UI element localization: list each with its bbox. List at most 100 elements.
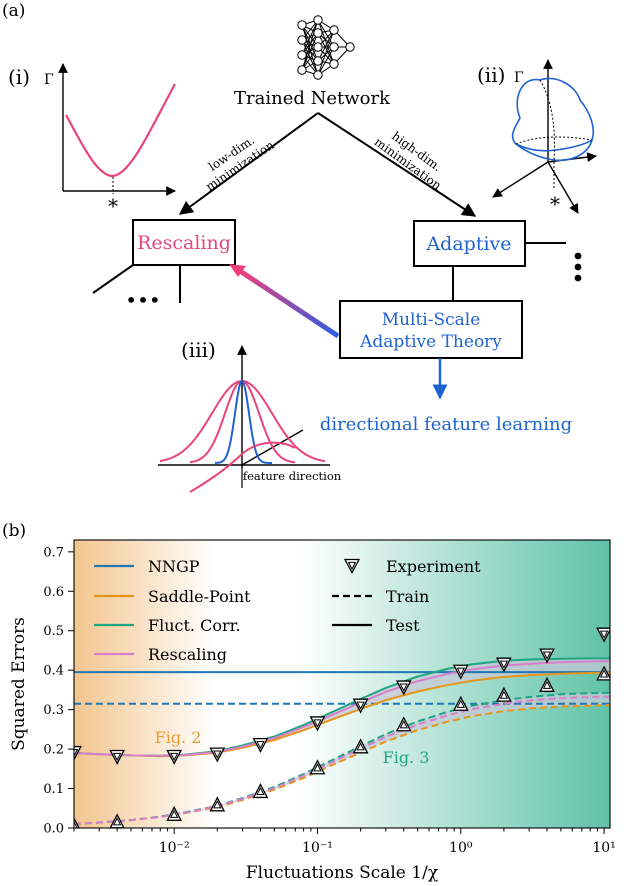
experiment-train-marker-inner <box>356 742 365 751</box>
legend-label: Experiment <box>386 557 481 576</box>
inset-ii-gamma: Γ <box>514 70 524 86</box>
y-tick-label: 0.6 <box>43 585 64 600</box>
bg-shade-left <box>74 540 214 828</box>
band-test <box>74 658 610 757</box>
experiment-test-marker-inner <box>74 748 79 758</box>
legend-label: Train <box>386 587 429 606</box>
rescaling-ellipsis: ••• <box>125 288 160 312</box>
inset-i-star: * <box>108 194 118 218</box>
legend-item-saddle-point: Saddle-Point <box>94 587 251 606</box>
y-tick-label: 0.1 <box>43 782 64 797</box>
directional-feature-learning: directional feature learning <box>320 414 572 435</box>
nn-node <box>329 59 339 69</box>
x-axis-label: Fluctuations Scale 1/χ <box>246 863 438 883</box>
y-axis-label: Squared Errors <box>9 617 29 751</box>
inset-ii-w-axis <box>547 161 579 214</box>
nn-node <box>297 35 307 45</box>
experiment-train-marker-inner <box>313 763 322 772</box>
inset-ii-star: * <box>550 192 560 216</box>
msat-to-rescaling-arrowhead <box>229 264 246 277</box>
inset-i-curve <box>65 83 176 178</box>
legend-label: Rescaling <box>148 645 227 664</box>
experiment-train-marker-inner <box>599 669 609 678</box>
legend-item-fluct-corr-: Fluct. Corr. <box>94 616 241 635</box>
experiment-test-marker-inner <box>313 719 322 728</box>
inset-i-gamma: Γ <box>44 72 54 88</box>
gaussian-narrow <box>214 379 272 464</box>
experiment-test-marker-inner <box>112 752 122 762</box>
left-branch-arrow <box>178 112 319 215</box>
experiment-test-marker-inner <box>599 630 609 639</box>
legend-label: NNGP <box>148 557 200 576</box>
experiment-train-marker <box>74 816 80 828</box>
rescaling-box <box>132 219 236 266</box>
nn-node <box>297 20 307 30</box>
msat-to-rescaling-arrow <box>238 268 340 339</box>
plot-frame <box>73 539 611 829</box>
experiment-test-marker-inner <box>213 750 222 759</box>
x-tick-label: 10⁻¹ <box>302 840 333 856</box>
legend-label: Saddle-Point <box>148 587 251 606</box>
inset-ii-label: (ii) <box>477 63 505 87</box>
nn-edge <box>301 19 319 71</box>
fig2-annotation: Fig. 2 <box>155 728 202 747</box>
msat-line-2: Adaptive Theory <box>359 332 502 352</box>
rescaling-box-label: Rescaling <box>137 232 231 254</box>
legend-item-test: Test <box>332 616 420 635</box>
adaptive-vertical-ellipsis <box>574 252 582 282</box>
fig3-annotation: Fig. 3 <box>383 748 430 767</box>
nn-node <box>313 42 323 52</box>
panel-a: (a) Trained Network low-dim. minimizatio… <box>2 1 597 493</box>
legend-item-nngp: NNGP <box>94 557 200 576</box>
experiment-markers <box>74 627 610 828</box>
feature-direction-label: feature direction <box>243 469 342 483</box>
msat-line-1: Multi-Scale <box>382 310 481 330</box>
nn-node <box>313 70 323 80</box>
rescaling-branch-left <box>92 264 134 294</box>
inset-ii-ridge <box>539 79 555 161</box>
right-branch-arrow <box>317 112 477 217</box>
inset-iii-label: (iii) <box>181 338 216 362</box>
experiment-train-marker-inner <box>456 699 465 708</box>
neural-network-icon <box>297 15 355 80</box>
y-tick-label: 0.4 <box>43 664 64 679</box>
right-arrow-label: high-dim. minimization <box>372 129 444 193</box>
panel-b-label: (b) <box>2 521 26 541</box>
nn-edge <box>317 29 335 76</box>
inset-ii-x-axis <box>492 161 549 198</box>
nn-edge <box>317 46 335 76</box>
legend-item-train: Train <box>332 587 429 606</box>
nn-node <box>329 25 339 35</box>
legend-label: Fluct. Corr. <box>148 616 241 635</box>
adaptive-box <box>413 220 526 267</box>
nn-edge <box>317 19 335 48</box>
experiment-train-marker-inner <box>74 820 78 828</box>
nn-node <box>297 50 307 60</box>
experiment-train-marker-inner <box>256 786 265 796</box>
series-lines <box>74 657 610 826</box>
experiment-test-marker-inner <box>169 752 179 762</box>
inset-ii: (ii) Γ * <box>477 59 597 216</box>
msat-box <box>339 300 523 359</box>
nn-edge <box>301 32 319 71</box>
inset-i: (i) Γ * <box>8 63 176 218</box>
nn-node <box>313 56 323 66</box>
experiment-test-marker-inner <box>499 660 509 669</box>
x-tick-label: 10¹ <box>592 840 615 856</box>
y-tick-label: 0.5 <box>43 624 64 639</box>
nn-edge <box>317 32 335 65</box>
nn-edge <box>317 19 335 65</box>
series-rescaling-test <box>74 660 610 757</box>
nn-node <box>313 15 323 25</box>
experiment-test-marker-inner <box>356 701 365 710</box>
experiment-train-marker-inner <box>542 680 552 689</box>
experiment-train-marker-inner <box>499 690 509 699</box>
inset-i-label: (i) <box>8 65 30 89</box>
nn-node <box>345 42 355 52</box>
experiment-test-marker-inner <box>542 651 552 660</box>
gaussian-perpendicular <box>189 441 296 493</box>
network-title: Trained Network <box>234 88 391 109</box>
nn-edge <box>301 19 319 56</box>
